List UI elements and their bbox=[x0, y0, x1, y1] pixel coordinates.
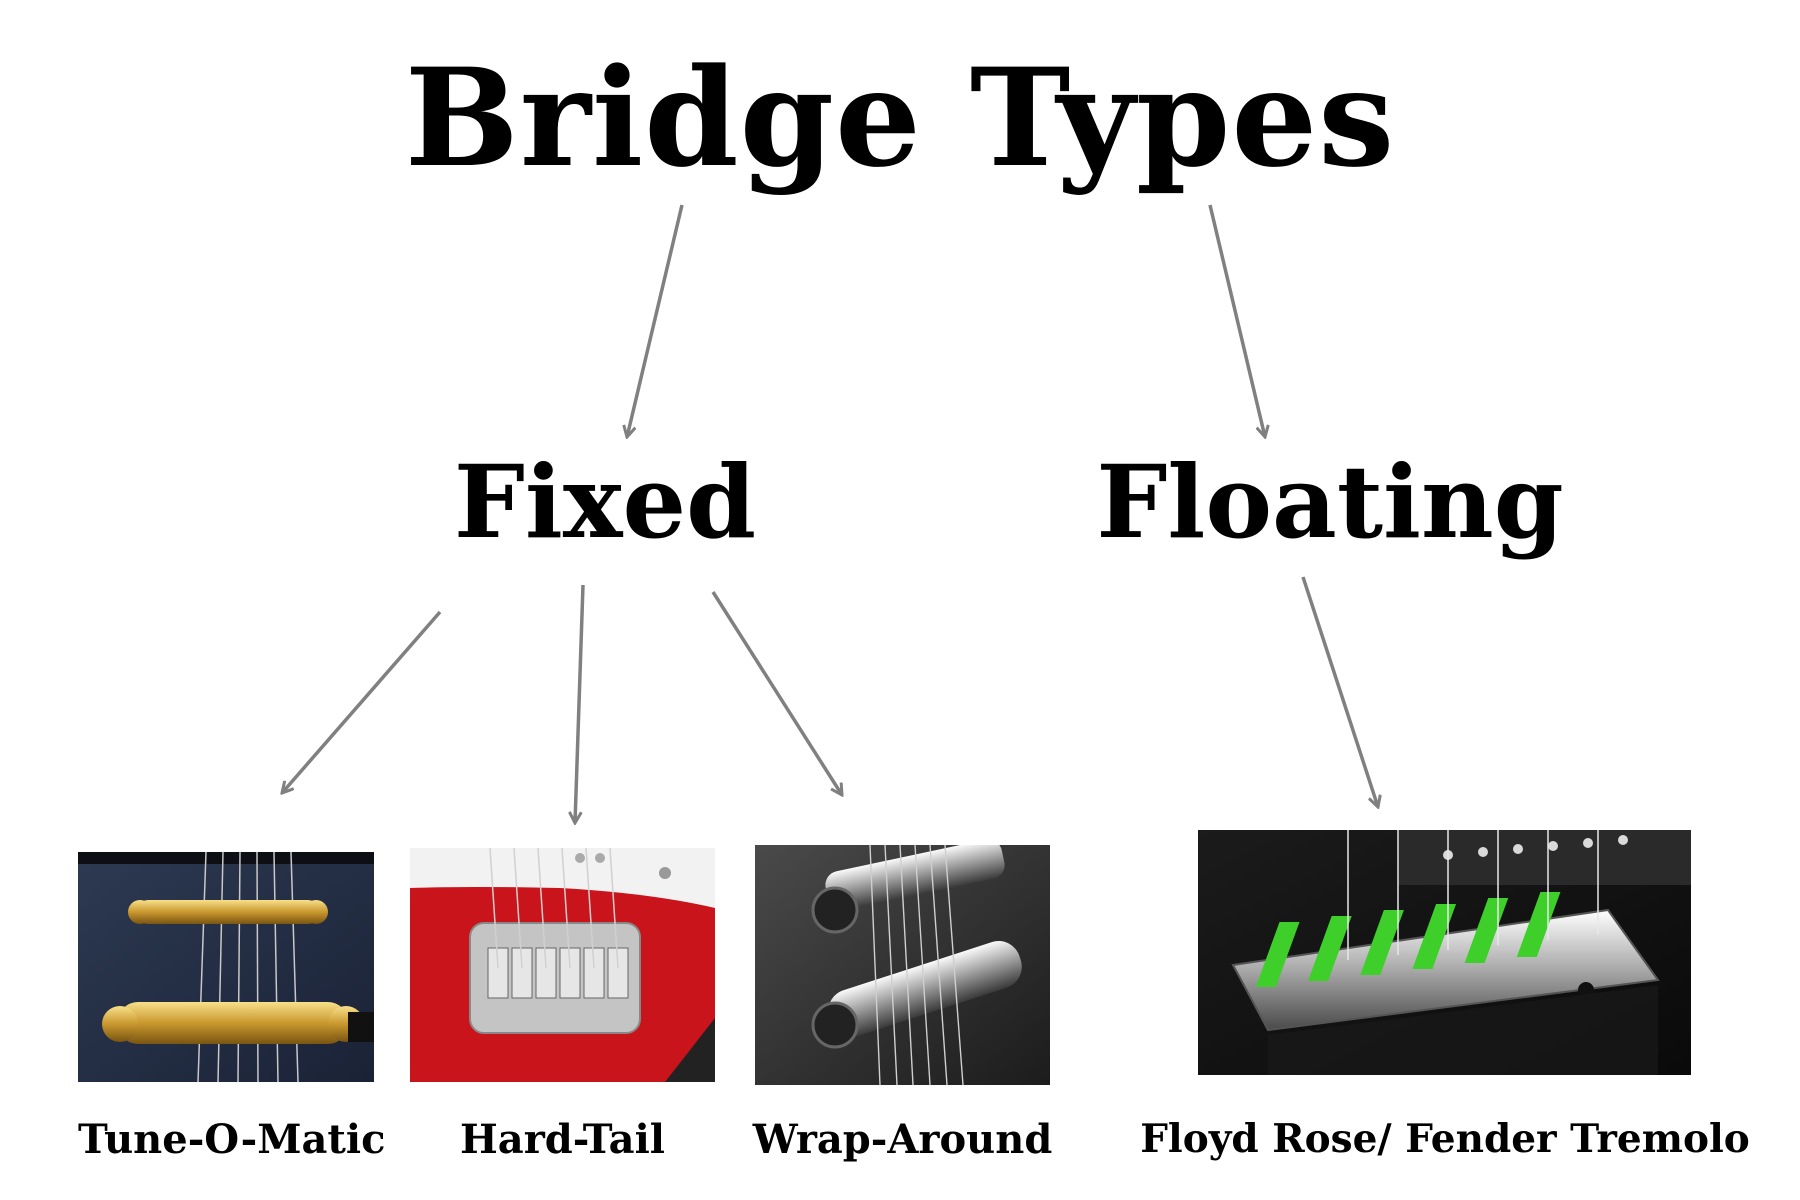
floyd-rose-photo bbox=[1198, 830, 1691, 1075]
label-floyd-rose-fender-tremolo: Floyd Rose/ Fender Tremolo bbox=[1140, 1116, 1750, 1162]
category-fixed: Fixed bbox=[453, 443, 757, 561]
hard-tail-photo bbox=[410, 848, 715, 1082]
arrow-fixed-to-hard-tail bbox=[575, 584, 585, 823]
label-hard-tail: Hard-Tail bbox=[460, 1116, 665, 1163]
diagram-title: Bridge Types bbox=[404, 38, 1396, 197]
wrap-around-photo bbox=[755, 845, 1050, 1085]
label-wrap-around: Wrap-Around bbox=[752, 1116, 1053, 1163]
label-tune-o-matic: Tune-O-Matic bbox=[78, 1116, 386, 1163]
arrow-title-to-floating bbox=[1208, 204, 1265, 437]
arrow-title-to-fixed bbox=[627, 204, 684, 437]
arrow-fixed-to-tune-o-matic bbox=[282, 610, 442, 793]
tune-o-matic-photo bbox=[78, 852, 374, 1082]
arrow-floating-to-floyd-rose bbox=[1301, 576, 1378, 807]
category-floating: Floating bbox=[1096, 443, 1564, 561]
arrow-fixed-to-wrap-around bbox=[711, 591, 842, 795]
